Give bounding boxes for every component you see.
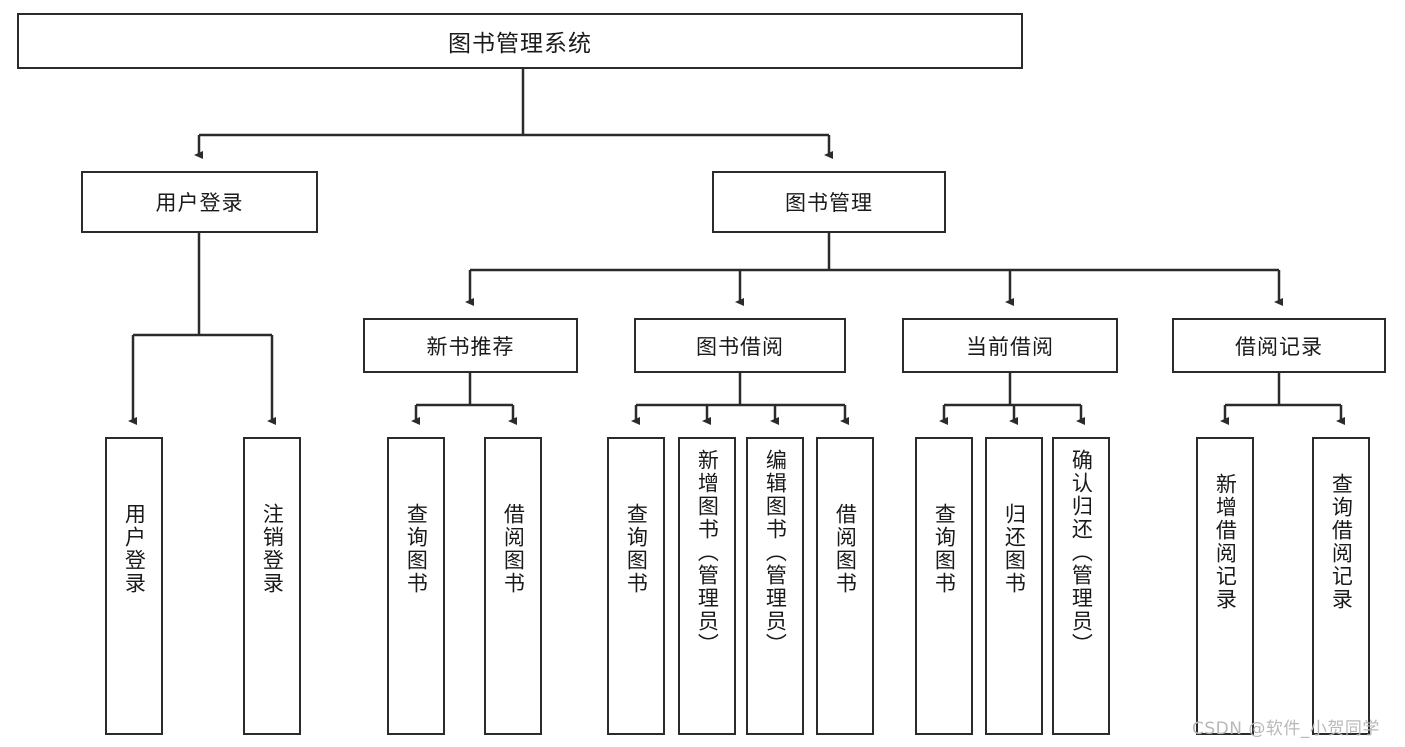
leaf-borrow-book[interactable]: 借阅图书 (816, 437, 874, 735)
leaf-query-book-recommend[interactable]: 查询图书 (387, 437, 445, 735)
leaf-logout-label: 注销登录 (260, 503, 285, 595)
leaf-borrow-book-recommend-label: 借阅图书 (501, 503, 526, 595)
leaf-edit-book-admin-label: 编辑图书（管理员） (763, 449, 788, 656)
node-book-management[interactable]: 图书管理 (712, 171, 946, 233)
leaf-confirm-return-admin[interactable]: 确认归还（管理员） (1052, 437, 1110, 735)
leaf-edit-book-admin[interactable]: 编辑图书（管理员） (746, 437, 804, 735)
node-book-borrow-label: 图书借阅 (696, 334, 784, 359)
node-root[interactable]: 图书管理系统 (17, 13, 1023, 69)
node-book-borrow[interactable]: 图书借阅 (634, 318, 846, 373)
leaf-query-book-recommend-label: 查询图书 (404, 503, 429, 595)
node-new-book-recommend[interactable]: 新书推荐 (363, 318, 578, 373)
leaf-return-book[interactable]: 归还图书 (985, 437, 1043, 735)
node-current-borrow-label: 当前借阅 (966, 334, 1054, 359)
node-borrow-record-label: 借阅记录 (1235, 334, 1323, 359)
leaf-add-book-admin[interactable]: 新增图书（管理员） (678, 437, 736, 735)
leaf-query-book-borrow[interactable]: 查询图书 (607, 437, 665, 735)
csdn-watermark: CSDN @软件_小贺同学 (1192, 719, 1380, 739)
leaf-user-login[interactable]: 用户登录 (105, 437, 163, 735)
leaf-query-book-current-label: 查询图书 (932, 503, 957, 595)
leaf-query-borrow-record[interactable]: 查询借阅记录 (1312, 437, 1370, 735)
leaf-query-borrow-record-label: 查询借阅记录 (1329, 473, 1354, 611)
leaf-logout[interactable]: 注销登录 (243, 437, 301, 735)
leaf-return-book-label: 归还图书 (1002, 503, 1027, 595)
node-new-book-recommend-label: 新书推荐 (426, 334, 515, 359)
node-book-management-label: 图书管理 (785, 191, 873, 215)
node-user-login[interactable]: 用户登录 (81, 171, 318, 233)
leaf-add-borrow-record-label: 新增借阅记录 (1213, 473, 1238, 611)
node-borrow-record[interactable]: 借阅记录 (1172, 318, 1386, 373)
leaf-borrow-book-recommend[interactable]: 借阅图书 (484, 437, 542, 735)
leaf-query-book-borrow-label: 查询图书 (624, 503, 649, 595)
leaf-add-borrow-record[interactable]: 新增借阅记录 (1196, 437, 1254, 735)
leaf-user-login-label: 用户登录 (122, 503, 147, 595)
node-current-borrow[interactable]: 当前借阅 (902, 318, 1118, 373)
leaf-add-book-admin-label: 新增图书（管理员） (695, 449, 720, 656)
node-root-label: 图书管理系统 (448, 31, 592, 57)
node-user-login-label: 用户登录 (155, 191, 244, 215)
leaf-query-book-current[interactable]: 查询图书 (915, 437, 973, 735)
leaf-confirm-return-admin-label: 确认归还（管理员） (1069, 449, 1094, 656)
leaf-borrow-book-label: 借阅图书 (833, 503, 858, 595)
